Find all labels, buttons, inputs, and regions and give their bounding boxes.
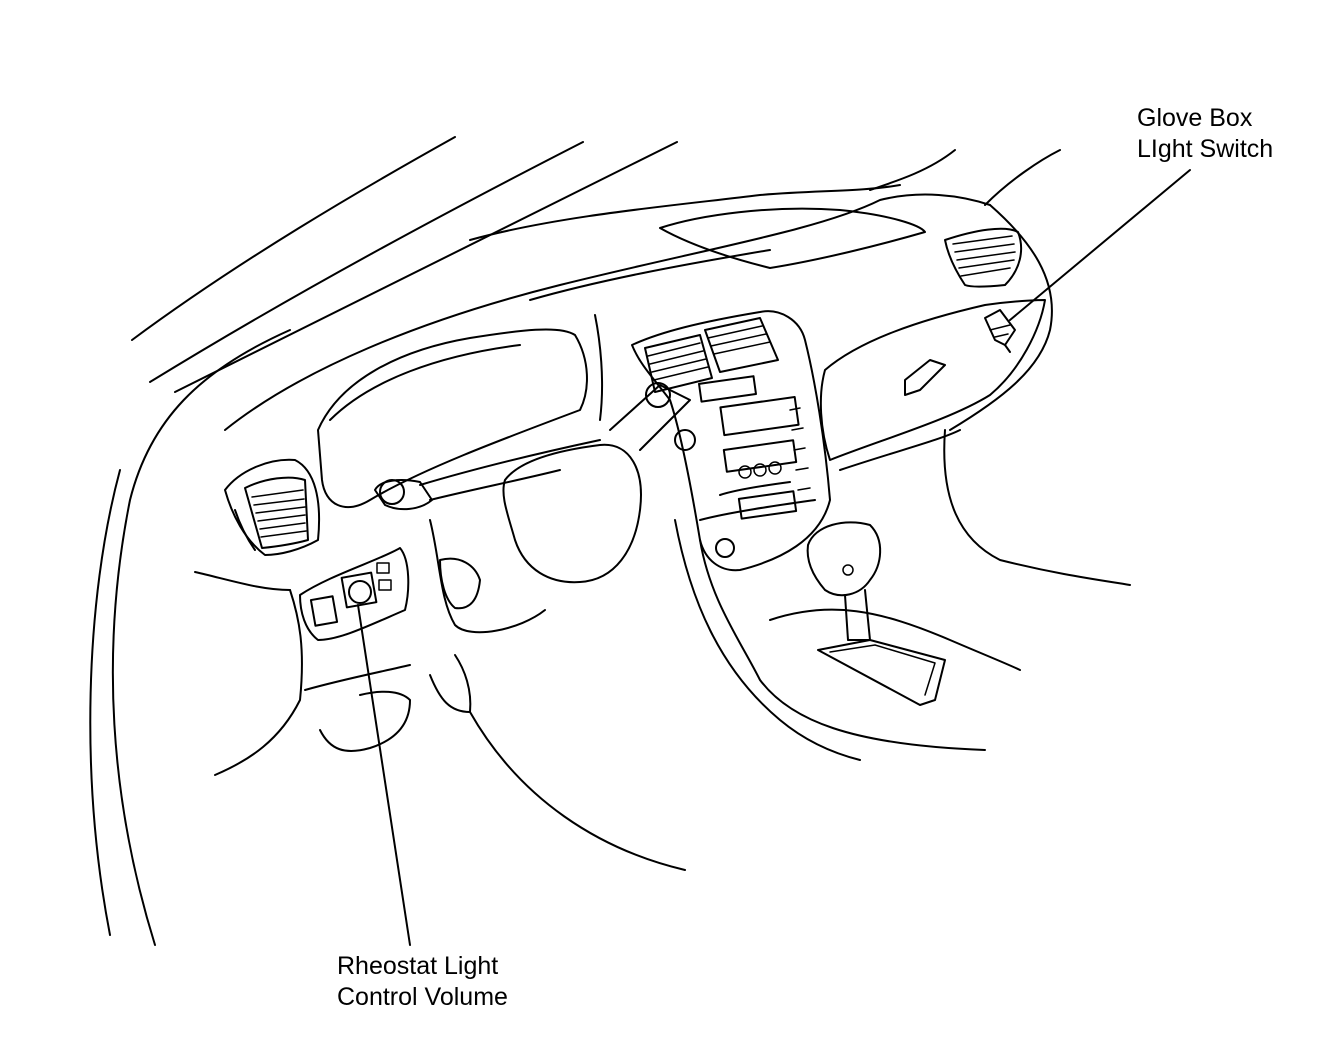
glove-box [819, 299, 1131, 586]
a-pillar [89, 136, 678, 946]
steering-wheel [374, 382, 691, 634]
glove-box-light-switch [984, 309, 1016, 353]
left-vent [224, 458, 321, 556]
leader-lines [357, 169, 1191, 946]
rheostat-switch-panel [194, 547, 686, 871]
glove-box-light-switch-label: Glove Box LIght Switch [1137, 103, 1273, 165]
dashboard-top [224, 149, 1061, 431]
rheostat-light-control-label: Rheostat Light Control Volume [337, 951, 508, 1013]
label-line: Glove Box [1137, 104, 1253, 132]
label-line: Control Volume [337, 983, 508, 1011]
gear-shifter [674, 429, 1021, 761]
label-line: Rheostat Light [337, 952, 499, 980]
label-line: LIght Switch [1137, 135, 1274, 163]
right-vent [944, 227, 1023, 288]
instrument-cluster [317, 314, 604, 509]
center-stack [631, 310, 831, 572]
